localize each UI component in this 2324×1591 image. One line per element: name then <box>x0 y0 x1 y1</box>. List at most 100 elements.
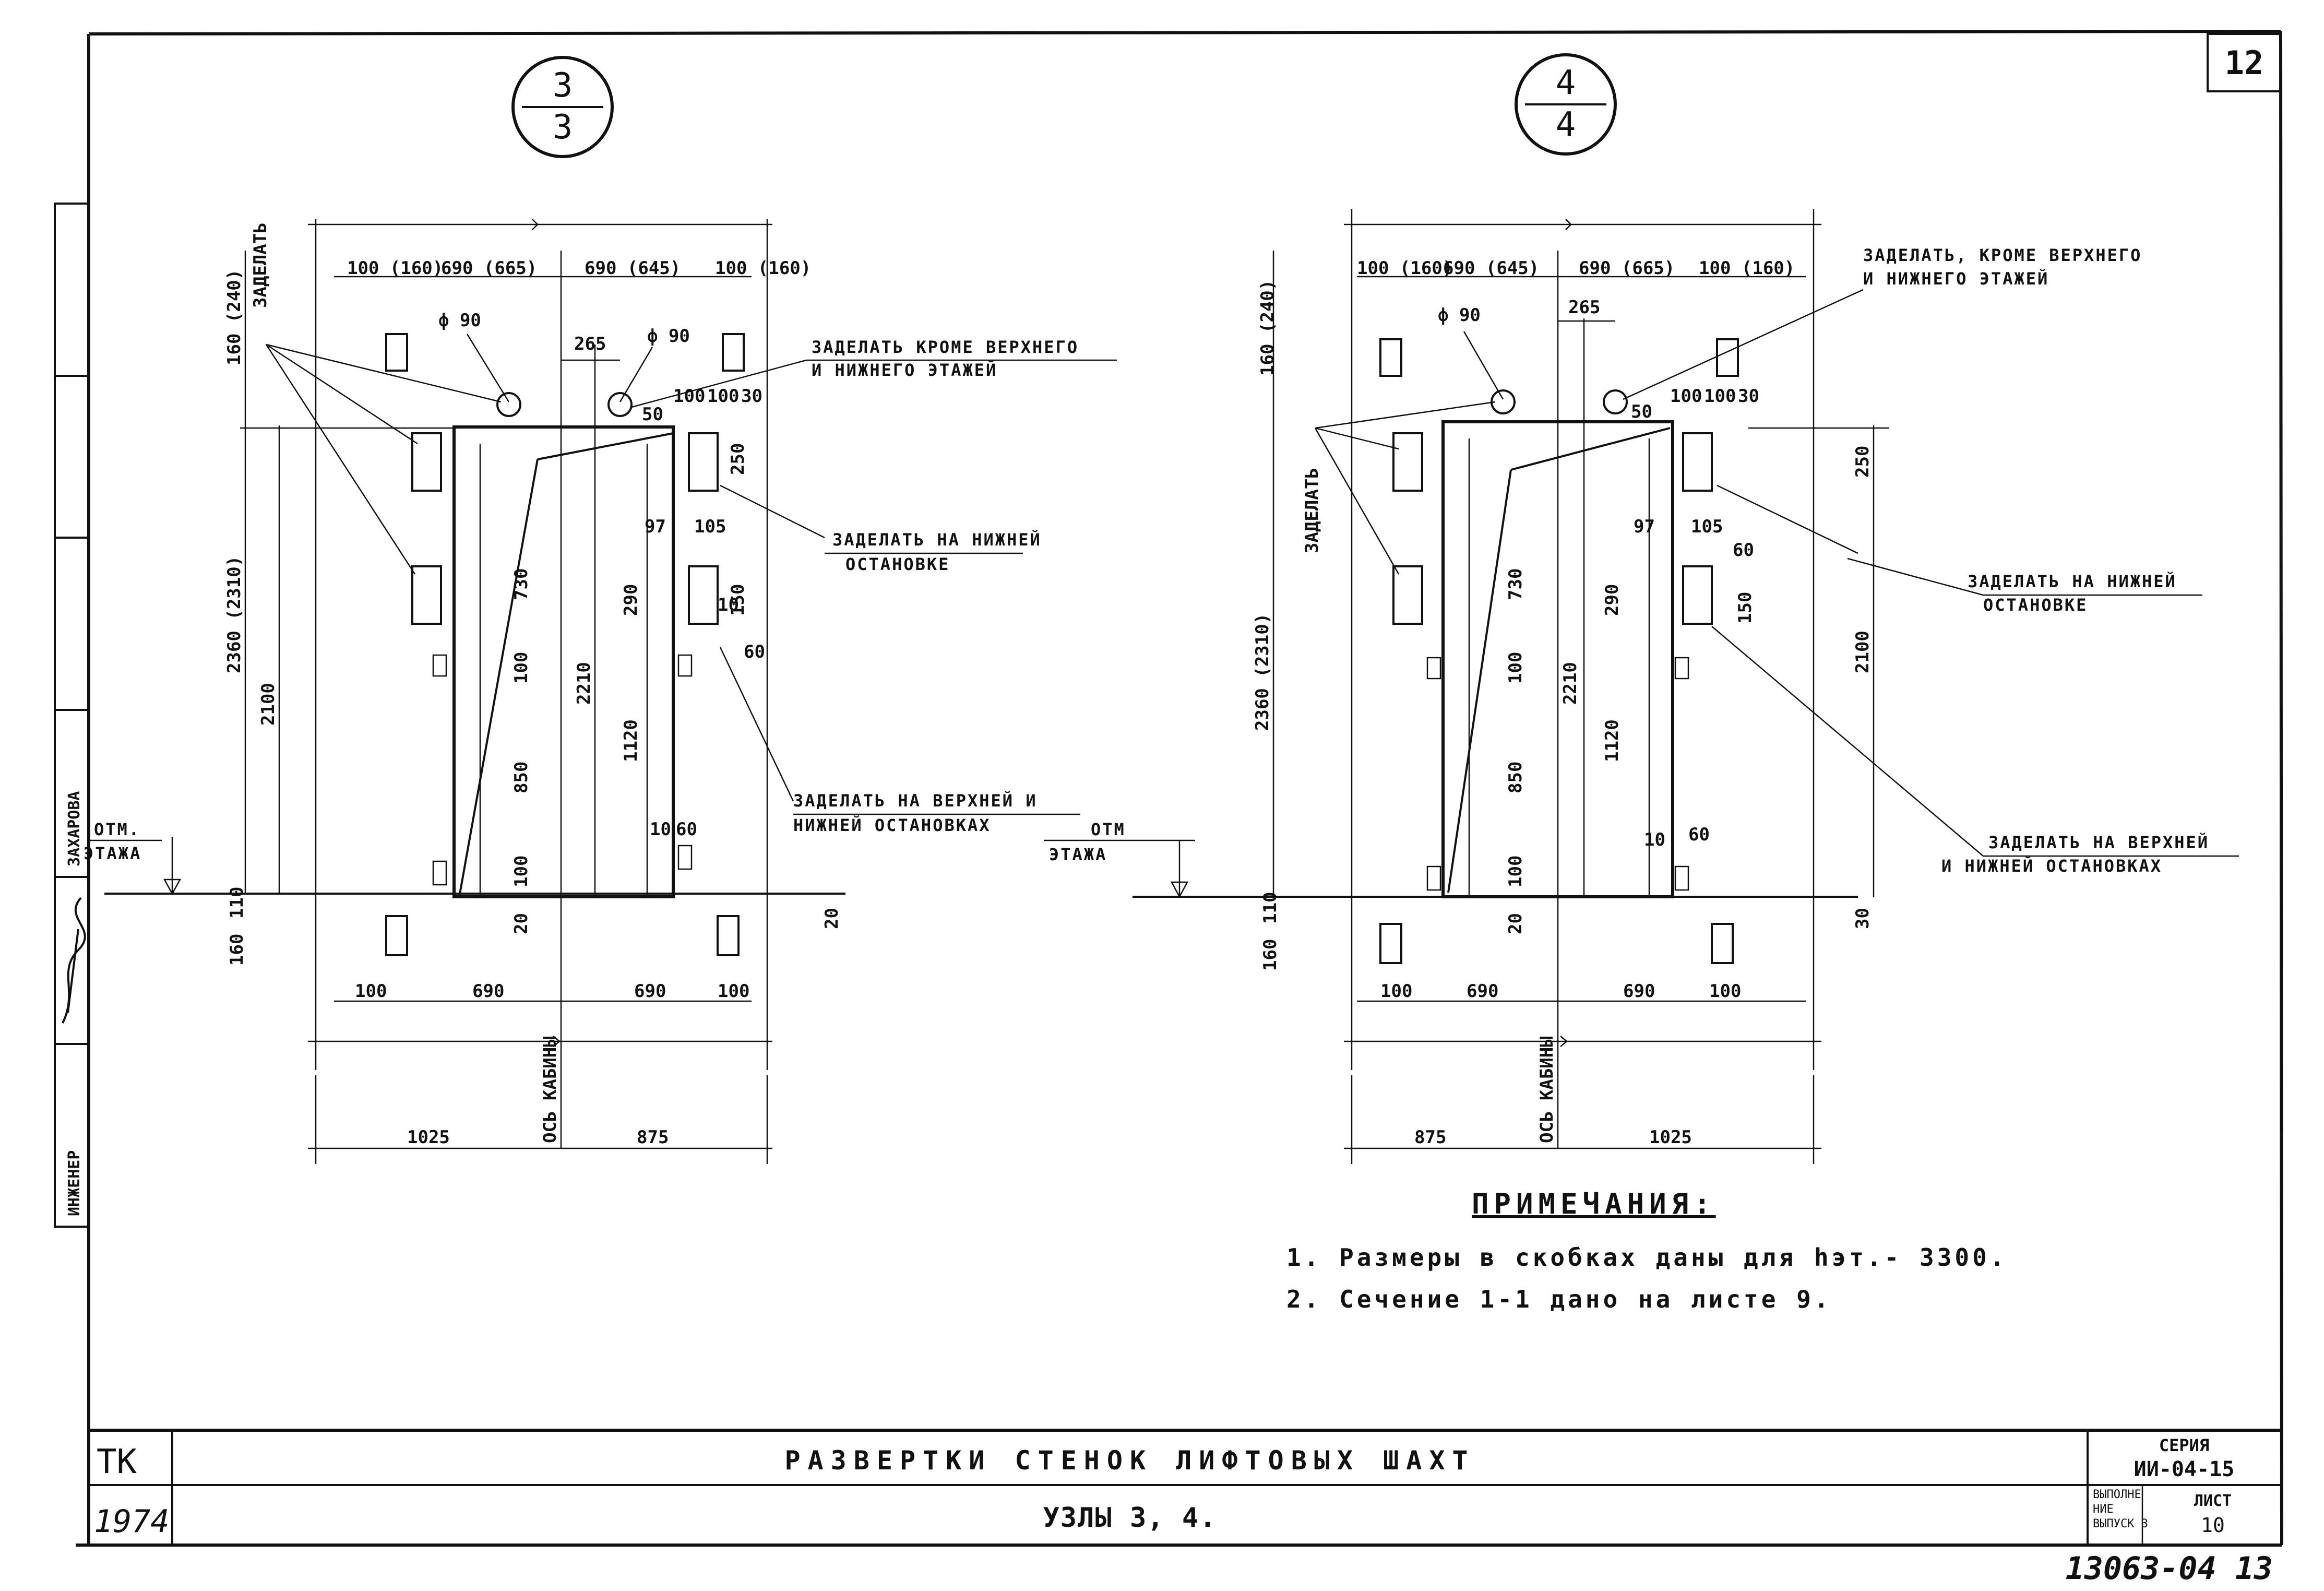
left-v-dim-3: 2100 <box>258 683 279 726</box>
right-v-dim-15: 150 <box>1735 592 1756 624</box>
left-note-2b: ОСТАНОВКЕ <box>845 554 950 574</box>
left-small-dim-8: 60 <box>676 819 697 840</box>
right-leaders <box>1314 289 2239 857</box>
left-bottom-dim-1: 100 <box>355 981 387 1002</box>
right-note-1b: И НИЖНЕГО ЭТАЖЕЙ <box>1863 269 2049 289</box>
left-callout: 3 3 <box>511 56 614 158</box>
issue-label-1: ВЫПОЛНЕ <box>2093 1488 2141 1501</box>
note-item-1: 1. Размеры в скобках даны для hэт.- 3300… <box>1286 1243 2007 1272</box>
left-small-dim-4: 50 <box>642 404 663 425</box>
left-small-dim-5: 97 <box>645 516 666 537</box>
left-v-dim-6: 730 <box>511 568 532 600</box>
right-axis-label: ОСЬ КАБИНЫ <box>1536 1036 1557 1143</box>
drawing-subtitle: УЗЛЫ 3, 4. <box>1043 1502 1217 1534</box>
left-d265: 265 <box>574 334 606 354</box>
left-v-dim-16: 60 <box>744 642 765 662</box>
issue-label-3: ВЫПУСК 3 <box>2093 1517 2148 1530</box>
right-v-dim-11: 290 <box>1602 584 1623 616</box>
side-stamp-role: ИНЖЕНЕР <box>65 1150 84 1216</box>
issue-label-2: НИЕ <box>2093 1503 2114 1516</box>
left-top-dim-3: 690 (645) <box>585 258 681 279</box>
left-view: 3 3 ОСЬ КАБИНЫ ОТМ. ЭТАЖА <box>84 56 1117 1164</box>
left-bottom-dim-4: 100 <box>718 981 749 1002</box>
right-v-dim-13: 2100 <box>1852 631 1873 673</box>
left-door-opening <box>452 425 675 898</box>
left-label-zadelat: ЗАДЕЛАТЬ <box>250 222 271 308</box>
left-v-dim-5: 110 <box>227 887 247 919</box>
note-item-2: 2. Сечение 1-1 дано на листе 9. <box>1286 1285 1832 1313</box>
right-top-dim-2: 690 (645) <box>1443 258 1539 279</box>
left-v-dim-17: 20 <box>821 908 842 929</box>
drawing-title: РАЗВЕРТКИ СТЕНОК ЛИФТОВЫХ ШАХТ <box>784 1445 1475 1476</box>
side-stamp: ЗАХАРОВА ИНЖЕНЕР <box>54 203 90 1228</box>
left-v-dim-7: 100 <box>511 652 532 684</box>
left-v-dim-15: 150 <box>728 584 748 616</box>
signature <box>62 897 86 1024</box>
left-bottom-dim-2: 690 <box>472 981 504 1002</box>
left-note-1a: ЗАДЕЛАТЬ КРОМЕ ВЕРХНЕГО <box>812 337 1079 357</box>
left-v-dim-9: 100 <box>511 856 532 887</box>
right-embed-plates <box>1379 338 1739 964</box>
left-note-3b: НИЖНЕЙ ОСТАНОВКАХ <box>793 815 991 835</box>
right-top-dim-1: 100 (160) <box>1357 258 1453 279</box>
right-axis-dim-1: 875 <box>1414 1127 1446 1148</box>
year-label: 1974 <box>94 1503 170 1540</box>
left-v-dim-12: 290 <box>621 584 641 616</box>
right-v-dim-10: 2210 <box>1560 662 1581 705</box>
right-v-dim-9: 20 <box>1505 913 1526 934</box>
left-axis-label: ОСЬ КАБИНЫ <box>540 1036 561 1143</box>
right-level-label-2: ЭТАЖА <box>1049 845 1107 864</box>
right-v-dim-1: 160 (240) <box>1257 280 1278 376</box>
left-small-dim-7: 10 <box>650 819 671 840</box>
right-small-dim-7: 60 <box>1733 540 1754 561</box>
left-level-label-1: ОТМ. <box>94 820 140 839</box>
right-callout-bottom: 4 <box>1556 105 1576 144</box>
left-axis-dim-1: 1025 <box>407 1127 450 1148</box>
right-small-dim-1: 100 <box>1670 386 1702 407</box>
left-leaders <box>265 343 1117 815</box>
right-v-dim-7: 850 <box>1505 762 1526 793</box>
right-view: 4 4 ОСЬ КАБИНЫ ОТМ ЭТАЖА <box>1044 53 2239 1164</box>
archive-number: 13063-04 13 <box>2066 1550 2273 1587</box>
right-note-2b: ОСТАНОВКЕ <box>1983 595 2088 615</box>
right-top-dim-4: 100 (160) <box>1699 258 1795 279</box>
left-embed-plates <box>385 333 745 956</box>
right-v-dim-4: 110 <box>1260 892 1281 924</box>
right-v-dim-16: 30 <box>1852 908 1873 929</box>
left-axis-dim-2: 875 <box>637 1127 669 1148</box>
left-v-dim-1: 160 (240) <box>224 269 245 365</box>
left-note-1b: И НИЖНЕГО ЭТАЖЕЙ <box>812 360 997 380</box>
left-small-dim-9: 10 <box>718 595 739 615</box>
title-block: ТК 1974 РАЗВЕРТКИ СТЕНОК ЛИФТОВЫХ ШАХТ У… <box>89 1429 2282 1587</box>
left-phi-left: ф 90 <box>438 310 481 331</box>
right-small-dim-3: 30 <box>1738 386 1759 407</box>
right-note-2a: ЗАДЕЛАТЬ НА НИЖНЕЙ <box>1968 572 2177 591</box>
notes-heading: ПРИМЕЧАНИЯ: <box>1472 1188 1716 1220</box>
org-label: ТК <box>97 1443 137 1481</box>
right-note-1a: ЗАДЕЛАТЬ, КРОМЕ ВЕРХНЕГО <box>1863 245 2142 265</box>
general-notes: ПРИМЕЧАНИЯ: 1. Размеры в скобках даны дл… <box>1286 1188 2007 1313</box>
series-label: СЕРИЯ <box>2159 1435 2209 1455</box>
right-label-zadelat: ЗАДЕЛАТЬ <box>1302 468 1322 553</box>
left-v-dim-2: 2360 (2310) <box>224 556 245 673</box>
right-bottom-dim-3: 690 <box>1623 981 1655 1002</box>
right-note-3a: ЗАДЕЛАТЬ НА ВЕРХНЕЙ <box>1988 833 2209 852</box>
side-stamp-name: ЗАХАРОВА <box>65 791 84 867</box>
right-v-dim-8: 100 <box>1505 856 1526 887</box>
right-small-dim-5: 97 <box>1634 516 1655 537</box>
left-callout-top: 3 <box>553 66 573 105</box>
series-value: ИИ-04-15 <box>2134 1457 2235 1481</box>
sheet-number: 12 <box>2225 44 2264 82</box>
right-bottom-dim-1: 100 <box>1380 981 1412 1002</box>
left-level-label-2: ЭТАЖА <box>84 844 141 863</box>
left-small-dim-3: 30 <box>741 386 762 407</box>
left-top-dim-4: 100 (160) <box>715 258 811 279</box>
right-bottom-dim-4: 100 <box>1709 981 1741 1002</box>
right-small-dim-4: 50 <box>1631 401 1652 422</box>
left-note-2a: ЗАДЕЛАТЬ НА НИЖНЕЙ <box>832 530 1042 550</box>
right-small-dim-2: 100 <box>1704 386 1736 407</box>
left-bottom-dim-3: 690 <box>634 981 666 1002</box>
left-v-dim-10: 20 <box>511 913 532 934</box>
sheet-number-box: 12 <box>2207 33 2282 92</box>
